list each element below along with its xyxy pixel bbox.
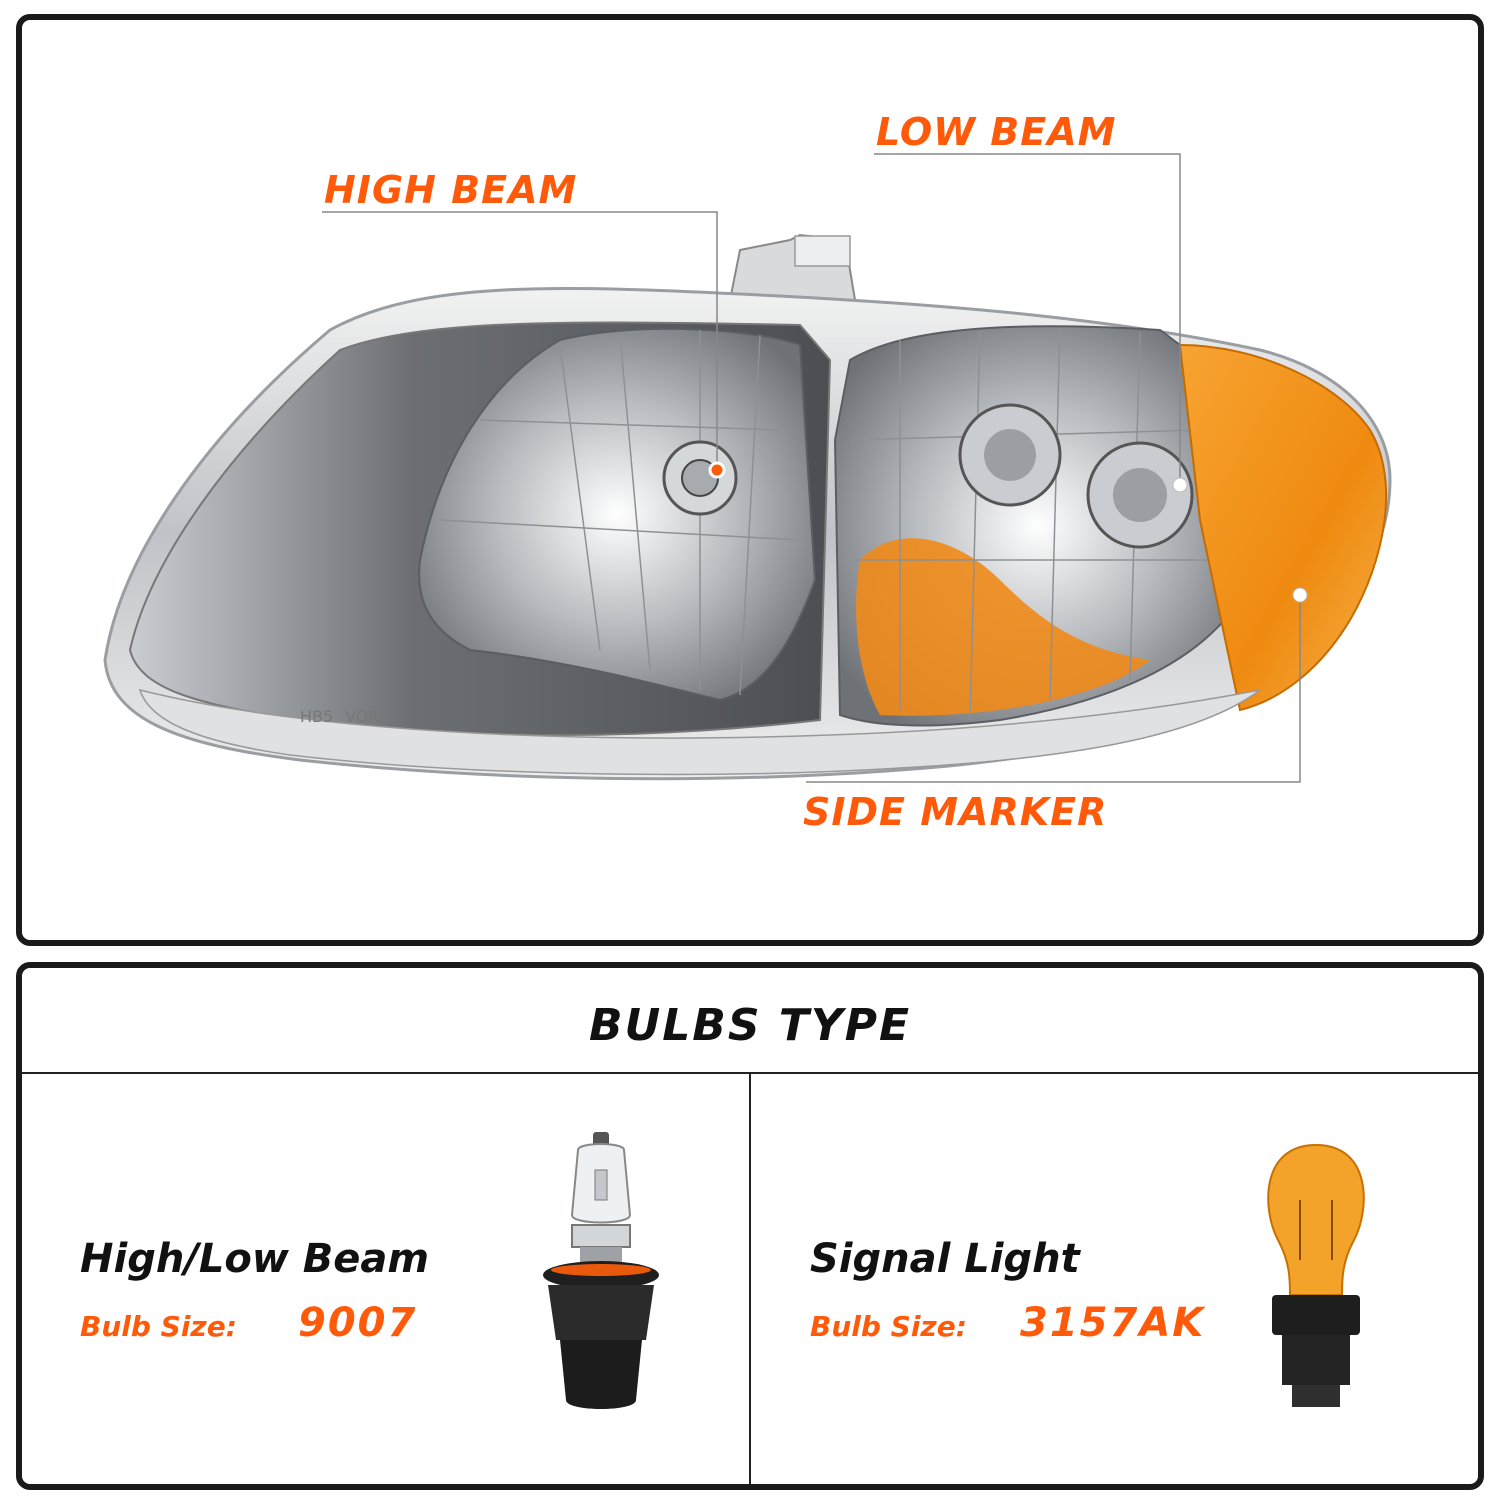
low-beam-callout: LOW BEAM bbox=[876, 110, 1117, 154]
headlight-illustration: HB5 VOR bbox=[103, 153, 1392, 783]
signal-light-label: Signal Light bbox=[810, 1236, 1080, 1282]
callout-leaders bbox=[322, 153, 1301, 783]
signal-bulb-size-key: Bulb Size: bbox=[810, 1310, 967, 1343]
side-marker-lens bbox=[1178, 343, 1387, 712]
low-beam-leader bbox=[874, 153, 1181, 485]
high-beam-leader bbox=[322, 211, 718, 470]
mounting-bracket bbox=[794, 235, 851, 267]
high-beam-dot bbox=[708, 461, 726, 479]
low-beam-amber-reflection bbox=[856, 538, 1150, 716]
hb5-marking: HB5 bbox=[300, 707, 333, 726]
side-marker-callout: SIDE MARKER bbox=[803, 790, 1108, 834]
vor-marking: VOR bbox=[345, 707, 379, 726]
callout-dots bbox=[708, 461, 1308, 603]
high-low-beam-label: High/Low Beam bbox=[80, 1236, 430, 1282]
high-low-bulb-size-key: Bulb Size: bbox=[80, 1310, 237, 1343]
bulbs-type-title: BULBS TYPE bbox=[588, 1000, 912, 1051]
low-beam-reflector-facets bbox=[845, 327, 1230, 721]
bulbs-column-divider bbox=[749, 1074, 751, 1484]
side-marker-leader bbox=[806, 595, 1301, 783]
bulbs-header-divider bbox=[22, 1072, 1478, 1074]
side-marker-dot bbox=[1292, 587, 1308, 603]
signal-bulb-size-value: 3157AK bbox=[1020, 1300, 1206, 1346]
high-low-bulb-size-value: 9007 bbox=[298, 1300, 418, 1346]
low-beam-dot bbox=[1172, 477, 1188, 493]
lower-trim bbox=[138, 688, 1261, 776]
high-beam-callout: HIGH BEAM bbox=[324, 168, 578, 212]
